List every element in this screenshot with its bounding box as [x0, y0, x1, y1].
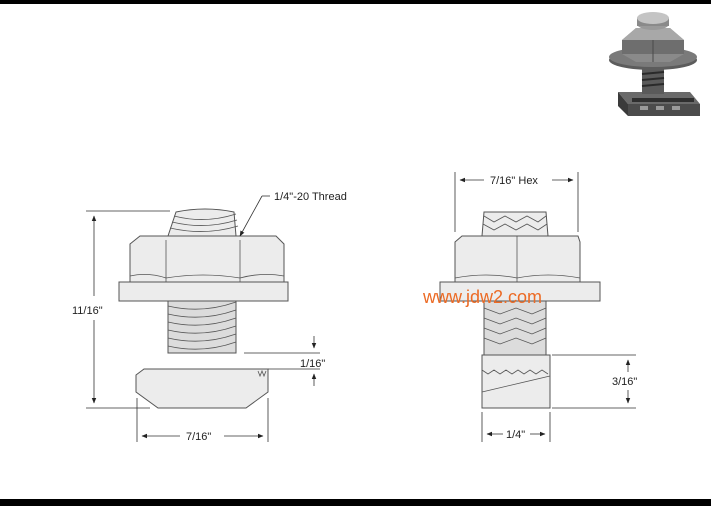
thread-spec-label: 1/4"-20 Thread	[274, 191, 347, 203]
front-view-bolt	[439, 211, 601, 409]
hex-size-label: 7/16" Hex	[490, 175, 538, 187]
head-thickness-label: 1/16"	[300, 358, 325, 370]
side-view-bolt	[118, 208, 289, 409]
head-width-label: 7/16"	[186, 431, 211, 443]
overall-height-label: 11/16"	[72, 305, 103, 317]
bolt-3d-thumbnail-image	[604, 12, 706, 130]
top-border	[0, 0, 711, 4]
block-width-label: 1/4"	[506, 429, 525, 441]
bottom-border	[0, 499, 711, 506]
right-dimensions	[454, 172, 636, 442]
block-height-label: 3/16"	[612, 376, 637, 388]
left-dimensions	[86, 195, 320, 442]
watermark-text: www.jdw2.com	[422, 287, 542, 307]
